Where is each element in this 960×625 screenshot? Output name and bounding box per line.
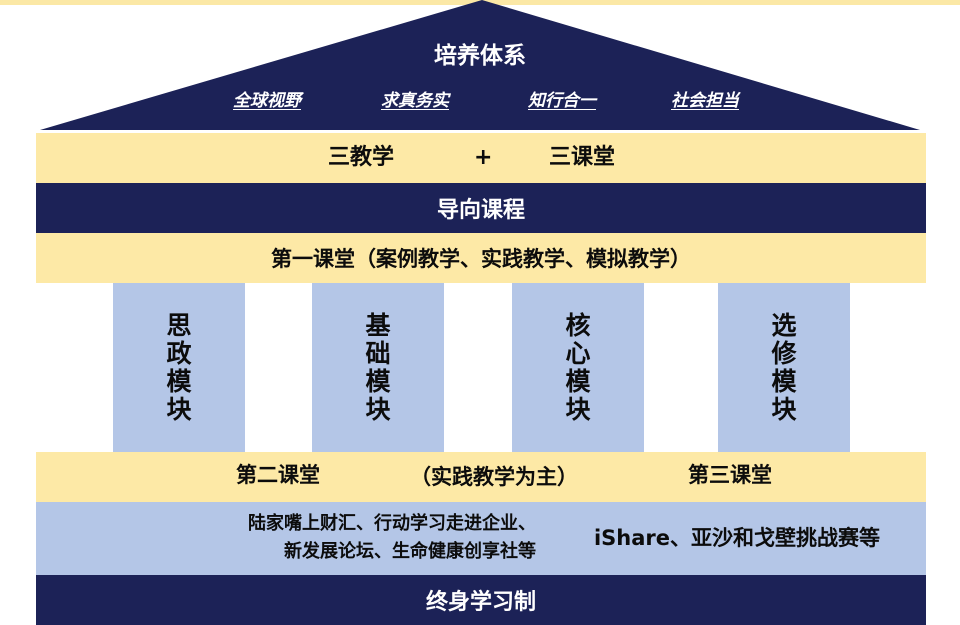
lifelong-learning-label: 终身学习制 bbox=[425, 590, 536, 615]
pillar-ideology-label: 思政模块 bbox=[166, 310, 192, 424]
third-classroom-activities: iShare、亚沙和戈壁挑战赛等 bbox=[593, 526, 881, 550]
pillar-core: 核心模块 bbox=[512, 283, 644, 452]
three-classroom-label: 三课堂 bbox=[549, 145, 616, 170]
first-classroom-label: 第一课堂（案例教学、实践教学、模拟教学） bbox=[271, 247, 691, 271]
pillar-foundation-label: 基础模块 bbox=[365, 310, 391, 424]
motto-knowledge-action: 知行合一 bbox=[528, 91, 596, 111]
pillar-core-label: 核心模块 bbox=[565, 310, 591, 424]
foundation-band: 终身学习制 bbox=[36, 575, 926, 625]
third-classroom-label: 第三课堂 bbox=[688, 463, 772, 487]
three-teaching-label: 三教学 bbox=[328, 145, 395, 170]
guide-course-label: 导向课程 bbox=[436, 198, 525, 223]
roof-title: 培养体系 bbox=[434, 43, 526, 69]
first-classroom-band: 第一课堂（案例教学、实践教学、模拟教学） bbox=[36, 233, 926, 283]
motto-social-responsibility: 社会担当 bbox=[671, 91, 739, 111]
plus-sign: + bbox=[474, 145, 493, 170]
roof bbox=[40, 0, 920, 130]
activities-line-1: 陆家嘴上财汇、行动学习走进企业、 bbox=[248, 513, 536, 534]
roof-triangle bbox=[40, 0, 920, 130]
activities-line-2: 新发展论坛、生命健康创享社等 bbox=[284, 541, 536, 562]
teaching-classroom-band: 三教学 + 三课堂 bbox=[36, 133, 926, 183]
practice-focus-label: （实践教学为主） bbox=[410, 465, 578, 489]
second-classroom-label: 第二课堂 bbox=[236, 463, 320, 487]
guide-course-band: 导向课程 bbox=[36, 183, 926, 233]
pillar-ideology: 思政模块 bbox=[113, 283, 245, 452]
second-third-classroom-band: 第二课堂 （实践教学为主） 第三课堂 bbox=[36, 452, 926, 502]
activities-band: 陆家嘴上财汇、行动学习走进企业、 新发展论坛、生命健康创享社等 iShare、亚… bbox=[36, 502, 926, 575]
pillar-elective-label: 选修模块 bbox=[771, 310, 797, 424]
motto-truth-seeking: 求真务实 bbox=[381, 91, 449, 111]
pillar-elective: 选修模块 bbox=[718, 283, 850, 452]
motto-global-vision: 全球视野 bbox=[233, 91, 301, 111]
pillar-foundation: 基础模块 bbox=[312, 283, 444, 452]
second-classroom-activities: 陆家嘴上财汇、行动学习走进企业、 新发展论坛、生命健康创享社等 bbox=[76, 510, 536, 566]
